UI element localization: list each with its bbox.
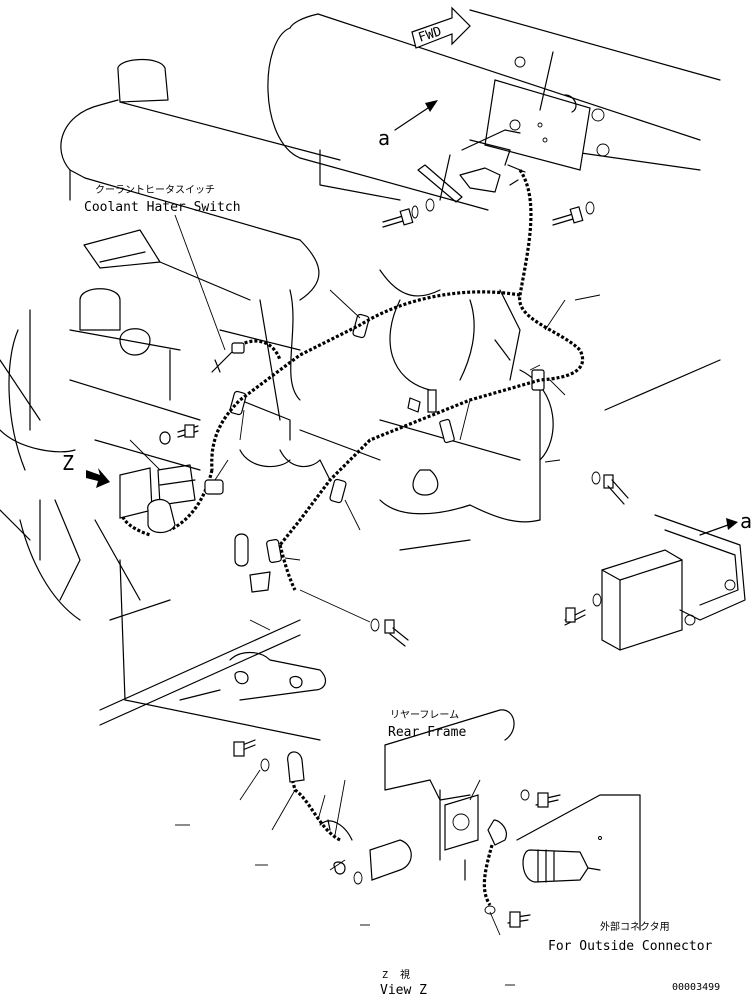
ref-z-label: Z — [62, 451, 74, 475]
ref-a-right: a — [699, 509, 751, 536]
mounting-plate — [417, 51, 610, 203]
outside-connector-label-jp: 外部コネクタ用 — [600, 920, 670, 933]
controller-box — [601, 514, 746, 651]
radiator-engine — [0, 58, 341, 741]
coolant-heater-switch — [211, 342, 245, 373]
outside-connector-label-en: For Outside Connector — [548, 939, 713, 954]
fasteners — [159, 198, 629, 647]
ref-a-right-label: a — [740, 509, 751, 533]
leader-lines — [129, 214, 601, 986]
ref-a-top: a — [378, 100, 438, 150]
ref-a-top-label: a — [378, 126, 390, 150]
drawing-number: 00003499 — [672, 982, 720, 993]
rear-frame-label-en: Rear Frame — [388, 725, 466, 740]
rear-frame — [384, 709, 515, 881]
rear-frame-label-jp: リヤーフレーム — [390, 709, 459, 721]
engine-body — [239, 239, 721, 551]
coolant-heater-label-en: Coolant Hater Switch — [84, 200, 241, 215]
fwd-label: FWD — [417, 24, 444, 46]
fuel-tank — [267, 9, 721, 211]
relay-components — [119, 464, 271, 593]
callout-labels: クーラントヒータスイッチ Coolant Hater Switch リヤーフレー… — [84, 184, 720, 997]
view-direction-arrow-icon: Z — [62, 451, 110, 488]
view-z-label-en: View Z — [380, 983, 427, 997]
connector-detail — [516, 794, 641, 931]
outside-connector — [233, 739, 561, 928]
wiring-harness — [120, 169, 585, 591]
view-z-label-jp: Z 視 — [382, 968, 410, 981]
coolant-heater-label-jp: クーラントヒータスイッチ — [95, 184, 215, 196]
lower-frame — [99, 619, 327, 726]
fwd-arrow-icon: FWD — [411, 6, 471, 49]
clamps — [229, 313, 545, 563]
